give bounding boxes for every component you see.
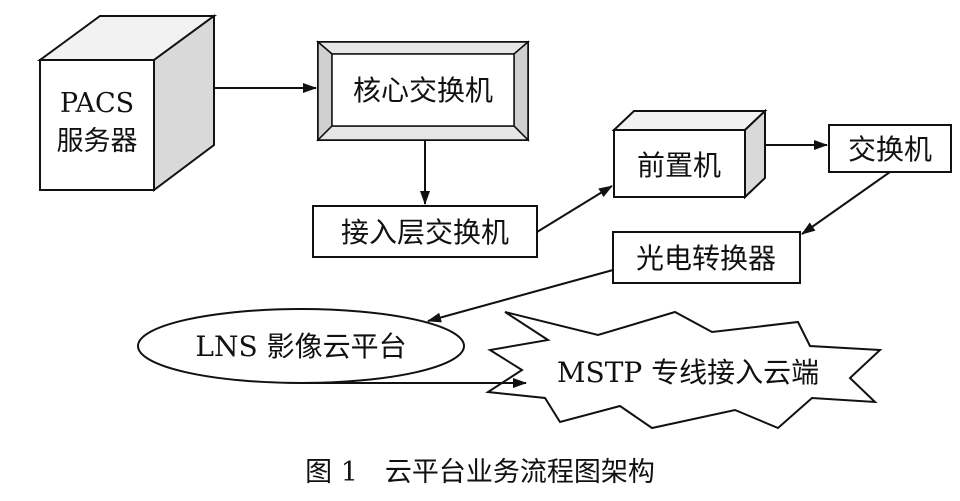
core-switch-label: 核心交换机 (353, 74, 493, 107)
access-switch-label: 接入层交换机 (341, 216, 509, 249)
core-switch-node: 核心交换机 (315, 40, 531, 142)
mstp-access-node: MSTP 专线接入云端 (485, 310, 883, 430)
media-converter-label: 光电转换器 (636, 242, 776, 275)
switch-label: 交换机 (848, 133, 932, 166)
pacs-server-node: PACS 服务器 (36, 14, 218, 192)
mstp-access-label: MSTP 专线接入云端 (557, 356, 819, 389)
pacs-server-label-line2: 服务器 (57, 126, 138, 157)
arrow-converter-to-lns (427, 269, 614, 323)
lns-cloud-node: LNS 影像云平台 (137, 308, 465, 384)
lns-cloud-label: LNS 影像云平台 (195, 330, 406, 363)
arrow-access-to-front-end (536, 185, 613, 233)
pacs-server-label-line1: PACS (60, 88, 134, 119)
connectors (214, 83, 891, 388)
media-converter-node: 光电转换器 (612, 231, 801, 284)
front-end-node: 前置机 (611, 108, 768, 200)
figure-caption: 图 1 云平台业务流程图架构 (305, 457, 655, 488)
switch-node: 交换机 (828, 124, 952, 173)
access-switch-node: 接入层交换机 (312, 205, 538, 258)
arrow-switch-to-converter (801, 171, 891, 235)
front-end-label: 前置机 (637, 149, 721, 182)
